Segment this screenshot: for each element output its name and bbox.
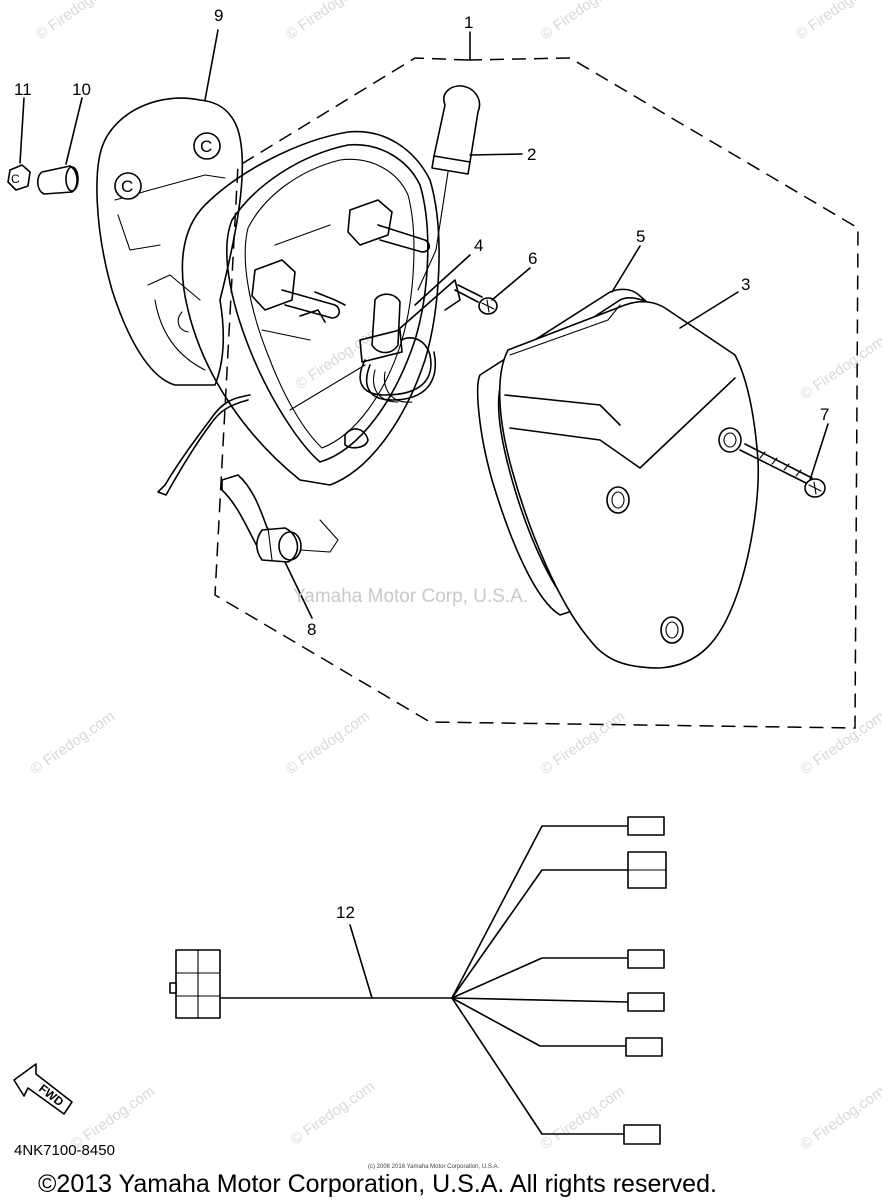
callout-7: 7: [820, 405, 829, 424]
callout-leader-6: [491, 267, 531, 301]
fwd-arrow-icon: FWD: [13, 1063, 73, 1115]
taillight-housing: [181, 130, 440, 486]
callout-10: 10: [72, 80, 91, 99]
watermark: © Firedog.com: [283, 0, 374, 43]
svg-text:C: C: [11, 172, 20, 186]
svg-text:C: C: [200, 137, 212, 156]
harness-lead: [157, 399, 249, 496]
callout-leader-8: [284, 561, 313, 619]
watermark-layer: © Firedog.com © Firedog.com © Firedog.co…: [28, 0, 882, 1153]
watermark: © Firedog.com: [798, 333, 882, 403]
watermark: © Firedog.com: [798, 708, 882, 778]
callout-leader-10: [65, 97, 83, 165]
callout-leader-7: [809, 423, 829, 481]
callout-leader-3: [679, 291, 739, 329]
callout-6: 6: [528, 249, 537, 268]
watermark: © Firedog.com: [538, 708, 629, 778]
watermark: © Firedog.com: [283, 708, 374, 778]
callout-leader-9: [204, 29, 219, 101]
wire-harness-part-12: [169, 816, 667, 1145]
callout-12: 12: [336, 903, 355, 922]
watermark: © Firedog.com: [293, 323, 384, 393]
watermark: © Firedog.com: [288, 1078, 379, 1148]
bulb-part-2: [417, 85, 481, 291]
base-gasket-part-9: C C: [96, 97, 244, 386]
watermark: © Firedog.com: [538, 1083, 629, 1153]
svg-text:C: C: [121, 177, 133, 196]
assembly-boundary: [214, 57, 859, 729]
screw-part-6: [454, 284, 498, 315]
watermark: © Firedog.com: [798, 1083, 882, 1153]
lens-part-3: [498, 300, 760, 669]
fine-print: (c) 2006 2016 Yamaha Motor Corporation, …: [368, 1164, 500, 1170]
callout-leader-11: [19, 97, 25, 164]
callout-3: 3: [741, 275, 750, 294]
nut-part-11: C: [7, 164, 31, 191]
callout-1: 1: [464, 13, 473, 32]
callout-leader-5: [611, 245, 641, 293]
callout-leader-2: [469, 153, 523, 156]
center-watermark: Yamaha Motor Corp, U.S.A.: [293, 586, 528, 607]
part-number: 4NK7100-8450: [14, 1142, 115, 1159]
screw-part-7: [739, 443, 826, 498]
watermark: © Firedog.com: [793, 0, 882, 43]
callout-8: 8: [307, 620, 316, 639]
callout-labels: 1 2 3 4 5 6 7 8 9 10 11 12: [14, 6, 829, 922]
callout-leader-4: [414, 254, 471, 306]
grommet-part-8: [221, 474, 339, 563]
socket-part-4: [359, 279, 461, 403]
watermark: © Firedog.com: [28, 708, 119, 778]
callout-4: 4: [474, 236, 483, 255]
callout-11: 11: [14, 80, 32, 99]
watermark: © Firedog.com: [33, 0, 124, 43]
collar-part-10: [36, 165, 79, 195]
callout-leader-12: [349, 924, 373, 999]
callout-9: 9: [214, 6, 223, 25]
copyright-notice: ©2013 Yamaha Motor Corporation, U.S.A. A…: [38, 1170, 717, 1198]
callout-5: 5: [636, 227, 645, 246]
callout-2: 2: [527, 145, 536, 164]
watermark: © Firedog.com: [538, 0, 629, 43]
